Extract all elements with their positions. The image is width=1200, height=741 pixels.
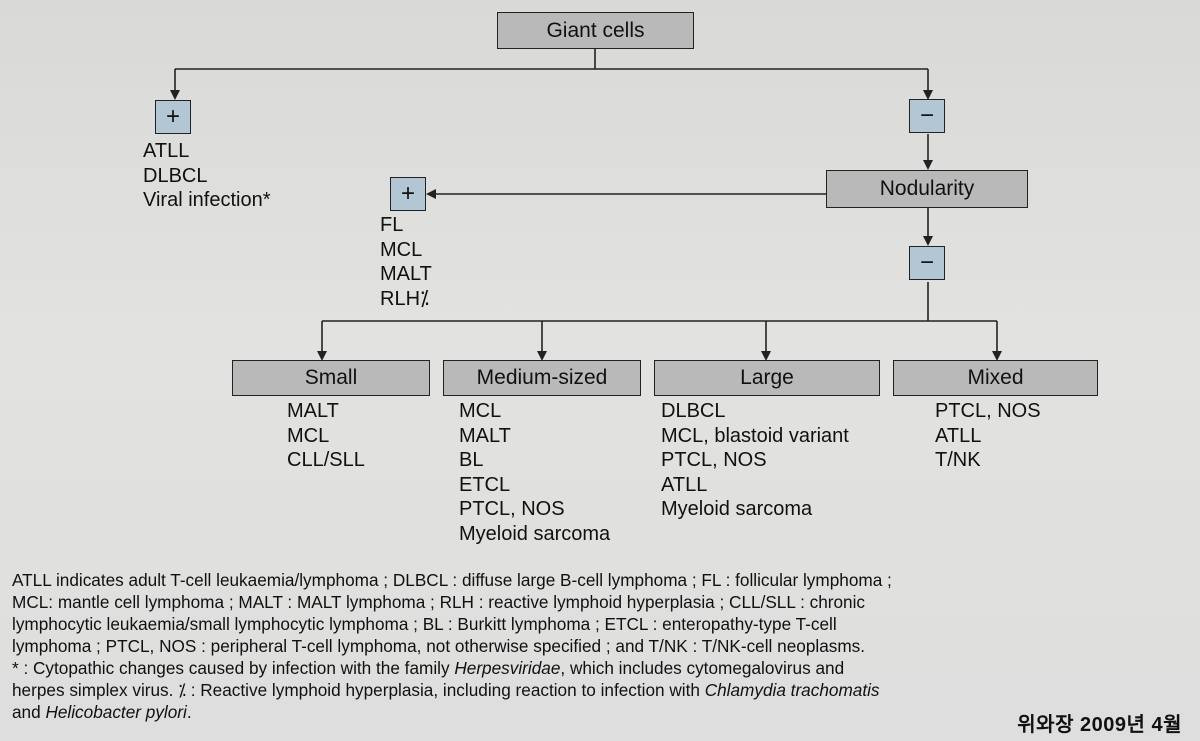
list-item: Viral infection*: [143, 189, 271, 211]
footnote-line: herpes simplex virus. ⁒ : Reactive lymph…: [12, 680, 880, 700]
list-item: ATLL: [935, 424, 982, 447]
nodularity-label: Nodularity: [879, 177, 975, 200]
list-item: ATLL: [661, 473, 708, 496]
list-item: MALT: [380, 263, 432, 285]
list-item: RLH⁒: [380, 287, 430, 310]
footnote-line: MCL: mantle cell lymphoma ; MALT : MALT …: [12, 592, 866, 612]
nodularity-positive-sign: +: [390, 177, 426, 211]
small-list: MALT MCL CLL/SLL: [287, 399, 365, 473]
footnote-line: lymphoma ; PTCL, NOS : peripheral T-cell…: [12, 636, 866, 656]
list-item: DLBCL: [661, 400, 726, 422]
list-item: DLBCL: [143, 164, 208, 187]
category-medium-sized: Medium-sized: [443, 360, 641, 396]
list-item: ETCL: [459, 473, 511, 496]
root-node-giant-cells: Giant cells: [497, 12, 694, 49]
list-item: BL: [459, 449, 484, 471]
list-item: Myeloid sarcoma: [661, 498, 813, 520]
nodularity-node: Nodularity: [826, 170, 1028, 208]
list-item: T/NK: [935, 449, 981, 471]
footnotes: ATLL indicates adult T-cell leukaemia/ly…: [12, 569, 1190, 723]
giant-cells-positive-list: ATLL DLBCL Viral infection*: [143, 139, 270, 213]
source-stamp: 위와장 2009년 4월: [1017, 714, 1182, 736]
list-item: Myeloid sarcoma: [459, 522, 611, 545]
footnote-line: * : Cytopathic changes caused by infecti…: [12, 658, 845, 678]
category-label: Medium-sized: [476, 366, 608, 389]
nodularity-negative-sign: −: [909, 246, 945, 280]
list-item: MCL, blastoid variant: [661, 424, 849, 447]
category-label: Mixed: [967, 366, 1024, 389]
giant-cells-negative-sign: −: [909, 99, 945, 133]
root-node-label: Giant cells: [546, 18, 645, 42]
large-list: DLBCL MCL, blastoid variant PTCL, NOS AT…: [661, 399, 849, 522]
medium-sized-list: MCL MALT BL ETCL PTCL, NOS Myeloid sarco…: [459, 399, 610, 546]
category-small: Small: [232, 360, 430, 396]
footnote-line: and Helicobacter pylori.: [12, 702, 192, 722]
category-mixed: Mixed: [893, 360, 1098, 396]
list-item: PTCL, NOS: [935, 400, 1041, 422]
list-item: ATLL: [143, 140, 190, 162]
list-item: MALT: [287, 400, 339, 422]
list-item: FL: [380, 214, 404, 236]
giant-cells-positive-sign: +: [155, 100, 191, 134]
list-item: MCL: [287, 424, 330, 447]
category-large: Large: [654, 360, 880, 396]
list-item: MALT: [459, 424, 511, 447]
list-item: MCL: [380, 238, 423, 261]
list-item: MCL: [459, 400, 502, 422]
mixed-list: PTCL, NOS ATLL T/NK: [935, 399, 1041, 473]
nodularity-positive-list: FL MCL MALT RLH⁒: [380, 213, 432, 311]
list-item: CLL/SLL: [287, 449, 365, 471]
category-label: Large: [740, 366, 794, 389]
list-item: PTCL, NOS: [661, 449, 767, 471]
footnote-line: ATLL indicates adult T-cell leukaemia/ly…: [12, 570, 892, 590]
list-item: PTCL, NOS: [459, 498, 565, 520]
footnote-line: lymphocytic leukaemia/small lymphocytic …: [12, 614, 837, 634]
category-label: Small: [304, 366, 358, 389]
